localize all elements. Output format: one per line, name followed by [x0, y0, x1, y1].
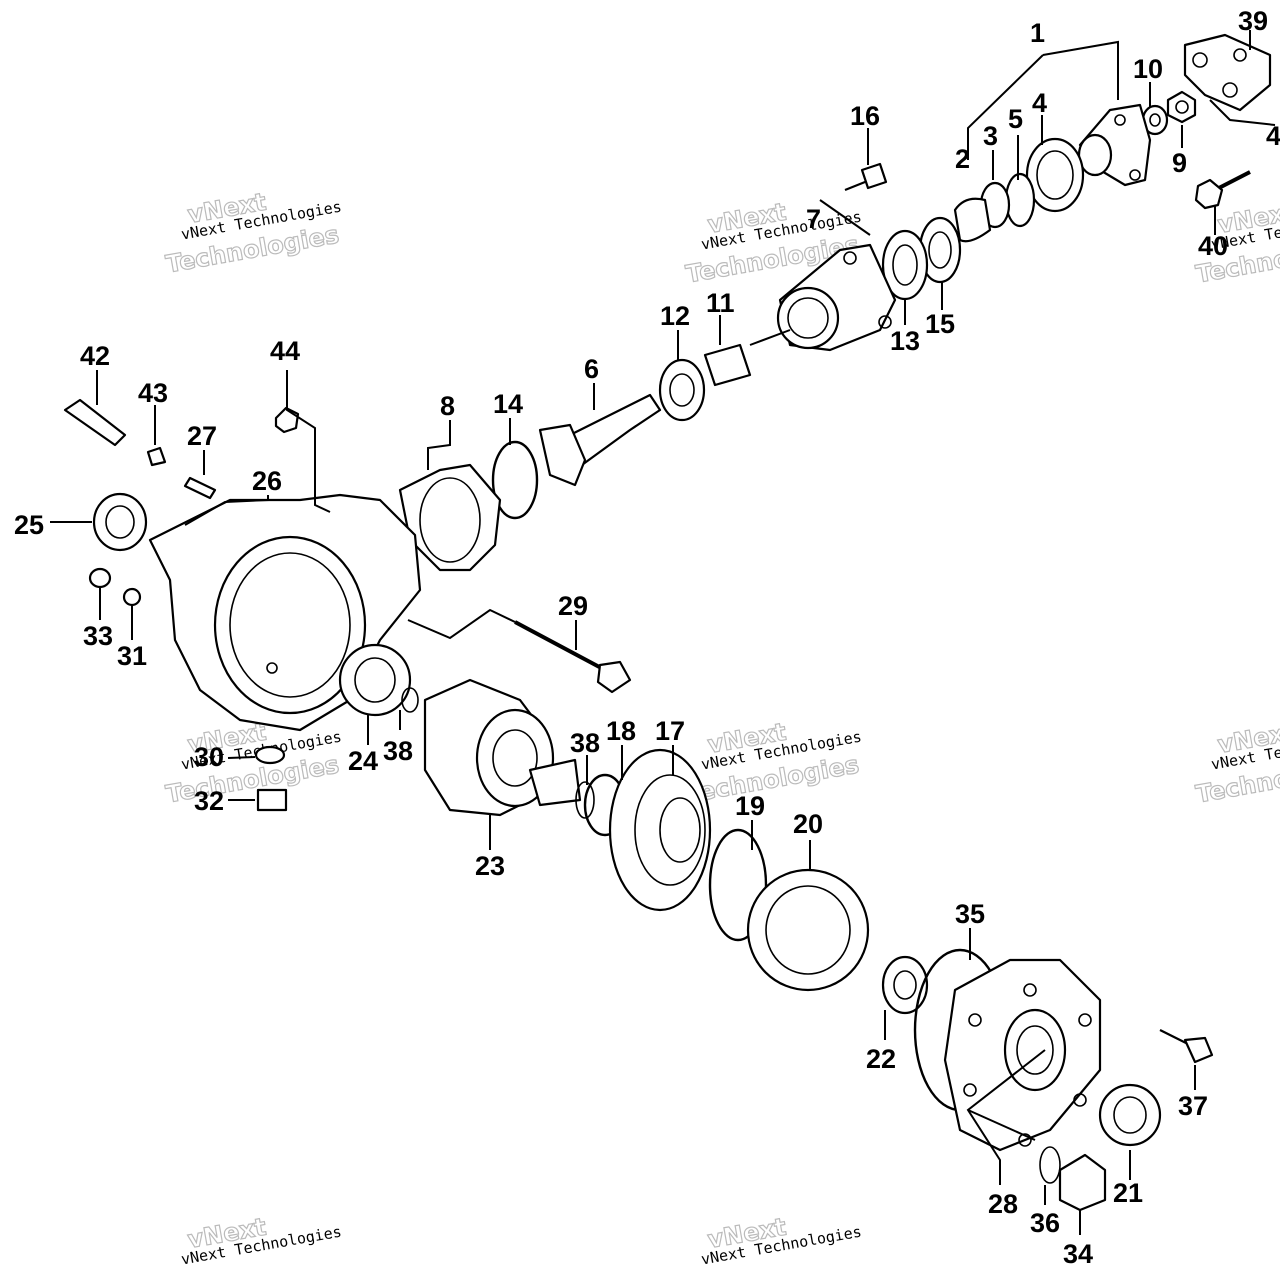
callout-37: 37: [1178, 1091, 1208, 1121]
callout-9: 9: [1172, 148, 1187, 178]
pinion-nut-part: [1166, 90, 1197, 124]
callout-15: 15: [925, 309, 955, 339]
pinion-bearing-part: [658, 358, 706, 422]
drive-pinion-part: [538, 393, 662, 487]
callout-30: 30: [194, 742, 224, 772]
callout-labels: 1 2 3 4 5 6 7 8 9 10 11 12 13 14 15 16 1…: [14, 6, 1280, 1269]
pinion-retainer-part: [776, 243, 897, 352]
callout-3: 3: [983, 121, 998, 151]
callout-4: 4: [1032, 88, 1047, 118]
callout-17: 17: [655, 716, 685, 746]
watermark: vNext vNext Technologies Technologies: [1193, 717, 1280, 809]
callout-34: 34: [1063, 1239, 1093, 1269]
yoke-bolt-part: [1194, 170, 1251, 210]
callout-7: 7: [806, 204, 821, 234]
callout-35: 35: [955, 899, 985, 929]
callout-28: 28: [988, 1189, 1018, 1219]
breather-hose-part: [63, 398, 127, 447]
callout-14: 14: [493, 389, 523, 419]
differential-case-part: [423, 678, 582, 817]
callout-5: 5: [1008, 104, 1023, 134]
dust-deflector-part: [1025, 137, 1085, 213]
callout-25: 25: [14, 510, 44, 540]
callout-33: 33: [83, 621, 113, 651]
callout-18: 18: [606, 716, 636, 746]
side-seal-part: [92, 492, 148, 552]
filler-plug-part: [88, 567, 112, 589]
callout-38: 38: [570, 728, 600, 758]
side-cover-part: [943, 958, 1102, 1152]
callout-44: 44: [270, 336, 300, 366]
callout-22: 22: [866, 1044, 896, 1074]
collar-part: [703, 343, 752, 387]
retaining-ring-part: [708, 828, 768, 942]
callout-20: 20: [793, 809, 823, 839]
callout-42: 42: [80, 341, 110, 371]
callout-26: 26: [252, 466, 282, 496]
clip-part: [146, 446, 167, 467]
callout-16: 16: [850, 101, 880, 131]
clip-ring-part: [1039, 1146, 1061, 1184]
collapsible-spacer-part: [953, 197, 992, 243]
watermark: vNext vNext Technologies: [700, 1212, 863, 1268]
output-seal-part: [1098, 1083, 1162, 1147]
oil-seal-part: [1004, 172, 1036, 228]
callout-29: 29: [558, 591, 588, 621]
callout-31: 31: [117, 641, 147, 671]
breather-nut-part: [274, 406, 300, 434]
snap-ring-part: [491, 440, 539, 520]
watermark: vNext vNext Technologies Technologies: [163, 187, 343, 279]
cover-bolt-part: [1159, 1029, 1214, 1064]
callout-40: 40: [1198, 231, 1228, 261]
callout-36: 36: [1030, 1208, 1060, 1238]
bearing-race-part: [881, 229, 929, 301]
pilot-bearing-part: [881, 955, 929, 1015]
callout-10: 10: [1133, 54, 1163, 84]
drain-washer-part: [254, 745, 286, 765]
dowel-pin-part: [183, 476, 217, 500]
callout-13: 13: [890, 326, 920, 356]
callout-21: 21: [1113, 1178, 1143, 1208]
callout-23: 23: [475, 851, 505, 881]
ring-gear-part: [608, 748, 712, 912]
bolt-part: [844, 162, 888, 192]
callout-1: 1: [1030, 18, 1045, 48]
watermark: vNext vNext Technologies: [180, 1212, 343, 1268]
drain-plug-part: [256, 788, 288, 812]
callout-19: 19: [735, 791, 765, 821]
callout-24: 24: [348, 746, 378, 776]
cap-plug-part: [1058, 1153, 1107, 1212]
side-bearing-part: [338, 643, 412, 717]
callout-38: 38: [383, 736, 413, 766]
callout-2: 2: [955, 144, 970, 174]
callout-6: 6: [584, 354, 599, 384]
callout-27: 27: [187, 421, 217, 451]
snap-ring-small-part: [401, 687, 419, 713]
callout-11: 11: [706, 288, 735, 318]
callout-39: 39: [1238, 6, 1268, 36]
callout-32: 32: [194, 786, 224, 816]
callout-43: 43: [138, 378, 168, 408]
callout-8: 8: [440, 391, 455, 421]
parts: [63, 33, 1272, 1212]
callout-41: 4: [1266, 121, 1280, 151]
companion-flange-part: [1077, 103, 1152, 187]
callout-12: 12: [660, 301, 690, 331]
flange-yoke-part: [1183, 33, 1272, 112]
gasket-washer-part: [122, 587, 142, 607]
leader-lines: [50, 30, 1276, 1235]
main-bearing-part: [746, 868, 870, 992]
through-bolt-part: [514, 620, 632, 694]
